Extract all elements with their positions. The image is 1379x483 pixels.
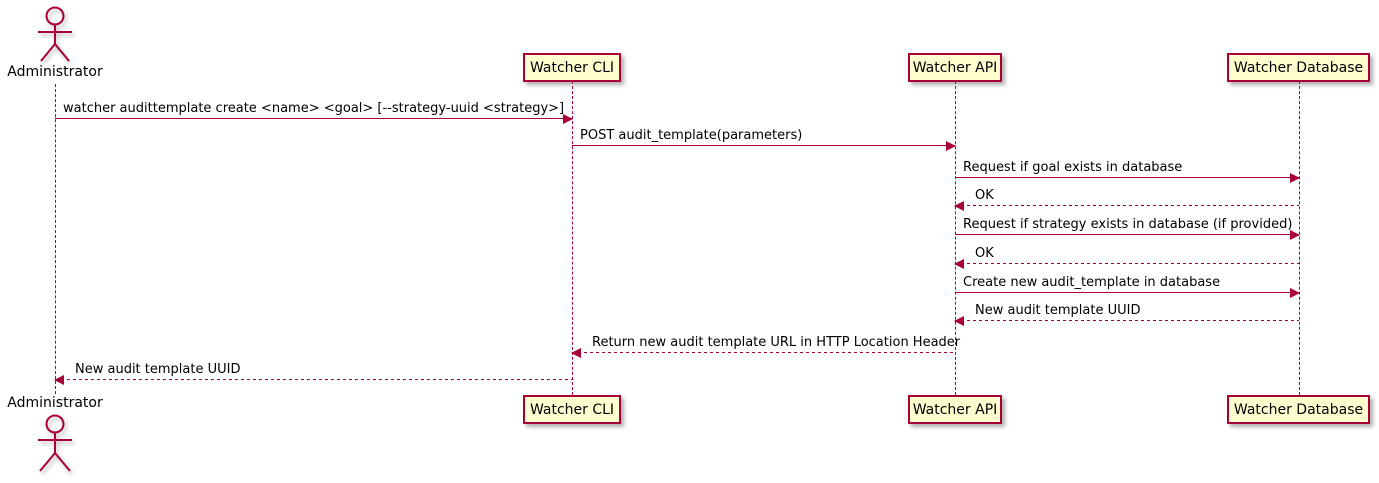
lifeline-administrator — [55, 84, 56, 394]
message-create-audittemplate: watcher audittemplate create <name> <goa… — [55, 101, 573, 124]
message-return-url-location-header: Return new audit template URL in HTTP Lo… — [571, 335, 961, 358]
arrowhead-right-icon — [563, 113, 573, 124]
actor-figure-icon — [38, 414, 72, 472]
arrow-line — [571, 347, 955, 358]
message-ok-strategy: OK — [954, 246, 1299, 269]
message-label: New audit template UUID — [75, 362, 241, 377]
arrowhead-left-icon — [571, 347, 581, 358]
arrow-line — [954, 315, 1299, 326]
message-create-in-database: Create new audit_template in database — [955, 275, 1300, 298]
message-label: OK — [975, 188, 994, 203]
message-label: OK — [975, 246, 994, 261]
actor-figure-icon — [38, 6, 72, 62]
message-request-strategy-exists: Request if strategy exists in database (… — [955, 217, 1300, 240]
message-ok-goal: OK — [954, 188, 1299, 211]
participant-watcher-database-bottom: Watcher Database — [1227, 395, 1370, 424]
message-label: Create new audit_template in database — [963, 275, 1221, 290]
participant-watcher-database-top: Watcher Database — [1227, 53, 1370, 82]
participant-watcher-cli-top: Watcher CLI — [523, 53, 621, 82]
arrowhead-left-icon — [954, 200, 964, 211]
arrowhead-left-icon — [54, 374, 64, 385]
arrow-line — [955, 229, 1300, 240]
message-label: New audit template UUID — [975, 303, 1141, 318]
message-label: POST audit_template(parameters) — [580, 128, 803, 143]
message-new-uuid-to-admin: New audit template UUID — [54, 362, 572, 385]
actor-label-administrator-top: Administrator — [7, 64, 103, 80]
arrow-line — [955, 172, 1300, 183]
arrow-line — [955, 287, 1300, 298]
message-request-goal-exists: Request if goal exists in database — [955, 160, 1300, 183]
arrowhead-left-icon — [954, 258, 964, 269]
arrow-line — [954, 200, 1299, 211]
message-new-uuid-from-db: New audit template UUID — [954, 303, 1299, 326]
arrow-line — [954, 258, 1299, 269]
arrowhead-right-icon — [946, 140, 956, 151]
arrow-line — [55, 113, 573, 124]
arrowhead-right-icon — [1290, 287, 1300, 298]
lifeline-watcher-cli — [572, 81, 573, 395]
arrow-line — [54, 374, 572, 385]
message-label: Request if strategy exists in database (… — [963, 217, 1293, 232]
message-label: Request if goal exists in database — [963, 160, 1183, 175]
message-label: Return new audit template URL in HTTP Lo… — [592, 335, 961, 350]
arrow-line — [572, 140, 956, 151]
message-label: watcher audittemplate create <name> <goa… — [63, 101, 565, 116]
lifeline-watcher-api — [955, 81, 956, 395]
actor-label-administrator-bottom: Administrator — [7, 395, 103, 411]
arrowhead-right-icon — [1290, 229, 1300, 240]
participant-watcher-api-bottom: Watcher API — [908, 395, 1002, 424]
participant-watcher-api-top: Watcher API — [908, 53, 1002, 82]
participant-watcher-cli-bottom: Watcher CLI — [523, 395, 621, 424]
arrowhead-left-icon — [954, 315, 964, 326]
arrowhead-right-icon — [1290, 172, 1300, 183]
message-post-audit-template: POST audit_template(parameters) — [572, 128, 956, 151]
